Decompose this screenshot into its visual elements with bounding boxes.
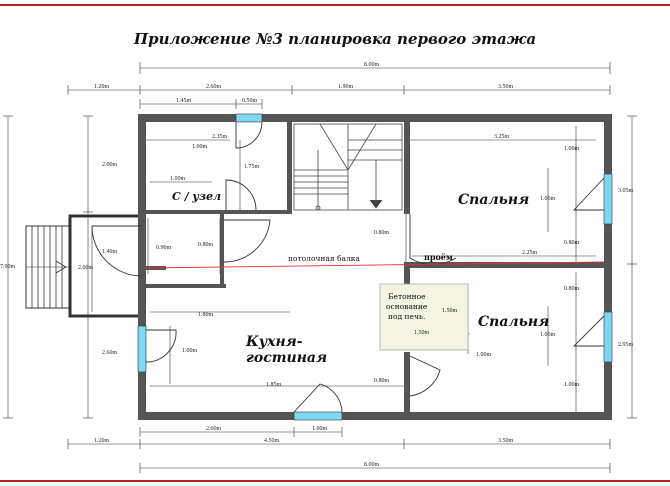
dim-left-h1: 2.00m — [102, 162, 118, 168]
dim-bed1-w2: 2.25m — [522, 250, 538, 256]
concrete-base — [379, 283, 469, 351]
page-title: Приложение №3 планировка первого этажа — [133, 30, 537, 48]
ceiling-beam-line — [145, 261, 605, 269]
dim-top-b: 2.60m — [206, 84, 222, 90]
dim-wc-w1: 2.35m — [212, 134, 228, 140]
concrete-label-2: основание — [386, 302, 428, 311]
dim-wc-w3: 1.00m — [170, 176, 186, 182]
concrete-label-1: Бетонное — [388, 292, 426, 301]
dim-bot-b: 2.60m — [206, 426, 222, 432]
bathroom-label: С / узел — [172, 190, 221, 203]
dim-top-a: 1.20m — [94, 84, 110, 90]
dim-total-bottom: 8.00m — [364, 462, 380, 468]
opening-label: проём — [424, 252, 453, 262]
dim-wc-w2: 1.00m — [192, 144, 208, 150]
concrete-label-3: под печь. — [388, 312, 425, 321]
dim-left-total: 7.00m — [0, 264, 16, 270]
kitchen-label-line2: гостиная — [246, 350, 327, 366]
bedroom-top-label: Спальня — [458, 192, 529, 208]
dim-wc-h: 1.75m — [244, 164, 260, 170]
dim-conc-d: 1.00m — [476, 352, 492, 358]
staircase — [293, 123, 403, 211]
dim-bed1-h2: 1.00m — [540, 196, 556, 202]
walls — [138, 114, 612, 420]
doors — [91, 121, 605, 413]
beam-label: потолочная балка — [288, 254, 360, 263]
dim-hall-a: 0.90m — [156, 245, 172, 251]
dim-kit-h: 1.00m — [182, 348, 198, 354]
top-border — [0, 4, 670, 6]
dim-bed1-h1: 1.00m — [564, 146, 580, 152]
dim-kit-door: 0.80m — [374, 378, 390, 384]
dim-bot-a: 1.20m — [94, 438, 110, 444]
dim-bot-d: 4.50m — [264, 438, 280, 444]
dim-sub-a: 1.45m — [176, 98, 192, 104]
dim-top-d: 3.50m — [498, 84, 514, 90]
dim-bot-e: 3.50m — [498, 438, 514, 444]
dim-left-h2: 2.60m — [102, 350, 118, 356]
dim-kit-w1: 1.80m — [198, 312, 214, 318]
dim-bed1-w: 3.25m — [494, 134, 510, 140]
porch — [25, 214, 144, 318]
bottom-border — [0, 480, 670, 482]
dim-conc-w: 1.50m — [414, 330, 430, 336]
windows — [137, 113, 613, 421]
dim-bed1-h3: 0.80m — [564, 240, 580, 246]
dim-bed2-h1: 0.80m — [564, 286, 580, 292]
dim-hall-b: 0.80m — [198, 242, 214, 248]
dim-bot-c: 1.00m — [312, 426, 328, 432]
dim-bed2-h2: 1.00m — [540, 332, 556, 338]
dim-bed1-door: 0.80m — [374, 230, 390, 236]
dim-conc-h: 1.50m — [442, 308, 458, 314]
dimension-labels: 8.00m 1.20m 2.60m 1.90m 3.50m 1.45m 0.50… — [0, 62, 634, 468]
dim-porch-h: 2.00m — [78, 265, 94, 271]
kitchen-label-line1: Кухня- — [245, 334, 303, 350]
dim-sub-b: 0.50m — [242, 98, 258, 104]
dim-kit-w2: 1.85m — [266, 382, 282, 388]
dim-porch-w: 1.40m — [102, 249, 118, 255]
dim-top-c: 1.90m — [338, 84, 354, 90]
dim-right-h1: 3.05m — [618, 188, 634, 194]
bedroom-bottom-label: Спальня — [478, 314, 549, 330]
dim-right-h2: 2.95m — [618, 342, 634, 348]
dim-bed2-h3: 1.00m — [564, 382, 580, 388]
dimension-ticks — [3, 62, 637, 473]
dim-total-top: 8.00m — [364, 62, 380, 68]
